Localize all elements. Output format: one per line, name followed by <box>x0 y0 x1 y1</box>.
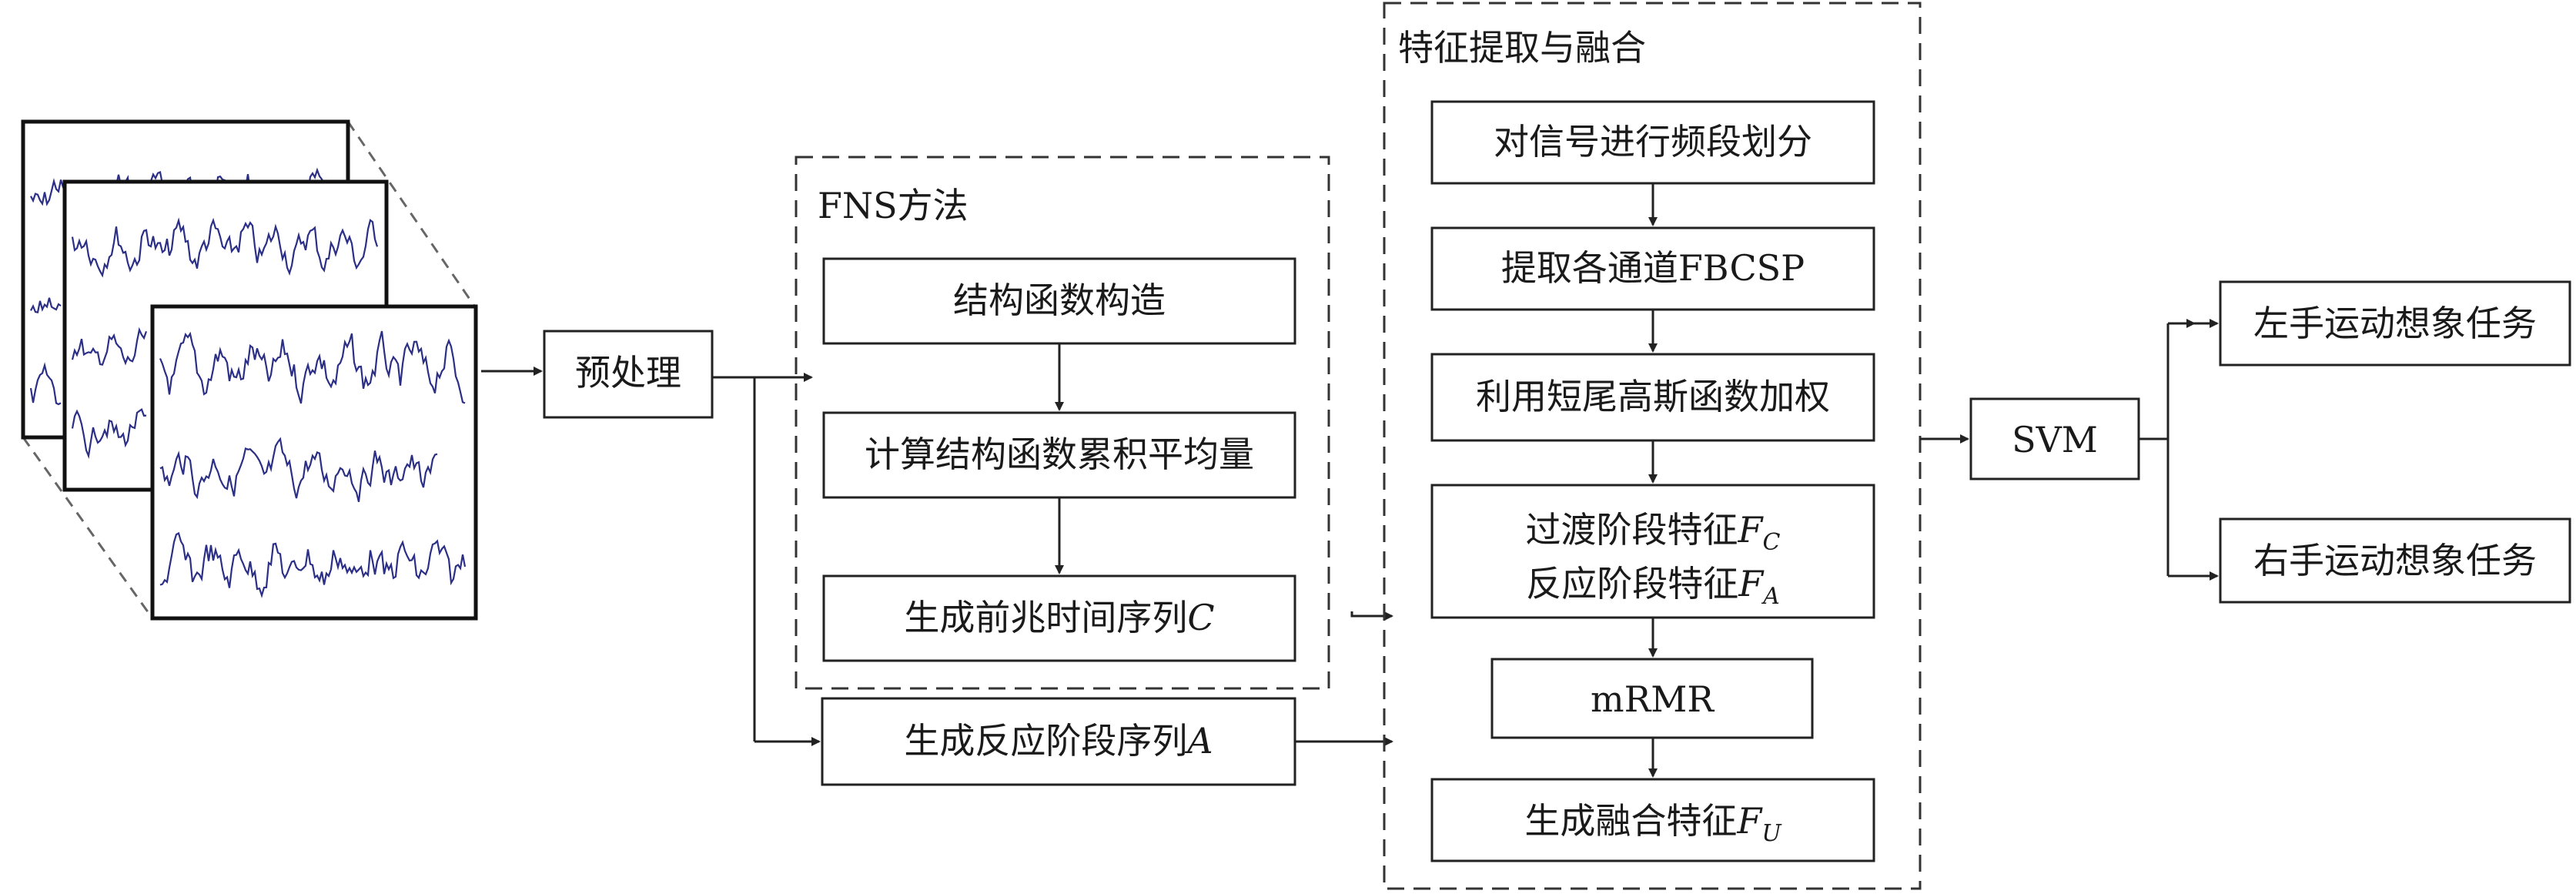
eeg-trace <box>71 217 379 278</box>
feature-step6-label: 生成融合特征FU <box>1524 800 1782 847</box>
feature-step4-line2: 反应阶段特征FA <box>1526 563 1780 610</box>
preprocess-box <box>543 330 714 419</box>
eeg-trace <box>159 531 467 598</box>
feature-step3-label: 利用短尾高斯函数加权 <box>1476 376 1830 417</box>
feature-extraction-group <box>1383 2 1922 890</box>
eeg-trace <box>71 326 148 366</box>
signal-traces-front <box>159 330 467 598</box>
fns-step2-label: 计算结构函数累积平均量 <box>865 434 1254 475</box>
svm-label: SVM <box>2012 419 2098 460</box>
fns-method-group <box>795 156 1330 690</box>
reaction-stage-sequence-box <box>821 697 1296 786</box>
fns-step3-label: 生成前兆时间序列C <box>904 597 1214 638</box>
left-hand-task-label: 左手运动想象任务 <box>2253 303 2537 344</box>
eeg-trace <box>159 330 466 404</box>
fns-group-title: FNS方法 <box>818 185 969 226</box>
arrow-fns-to-feature <box>1350 611 1393 621</box>
perspective-line <box>22 437 154 619</box>
eeg-trace <box>29 362 62 406</box>
eeg-trace <box>71 407 147 460</box>
preprocess-label: 预处理 <box>575 352 681 393</box>
fns-step-precursor-series <box>822 574 1296 662</box>
fns-step1-label: 结构函数构造 <box>953 280 1166 321</box>
signal-traces-middle <box>71 217 379 460</box>
right-hand-task-label: 右手运动想象任务 <box>2253 540 2537 581</box>
feature-step-gaussian-weighting <box>1430 353 1875 442</box>
left-hand-task-box <box>2219 280 2571 367</box>
right-hand-task-box <box>2219 517 2571 604</box>
fns-step-cumulative-average <box>822 411 1296 499</box>
feature-step-band-split <box>1430 100 1875 185</box>
perspective-line <box>346 121 477 309</box>
reaction-seq-label: 生成反应阶段序列A <box>904 720 1213 762</box>
feature-step-fusion <box>1430 778 1875 862</box>
svm-box <box>1969 397 2140 480</box>
eeg-trace <box>30 297 62 313</box>
eeg-signal-stack <box>21 119 478 621</box>
feature-group-title: 特征提取与融合 <box>1398 27 1646 69</box>
feature-step1-label: 对信号进行频段划分 <box>1494 121 1812 162</box>
fns-step-structure-function <box>822 257 1296 345</box>
feature-step-mrmr <box>1490 658 1814 739</box>
feature-step5-label: mRMR <box>1591 678 1715 720</box>
feature-step-fbcsp <box>1430 226 1875 311</box>
eeg-trace <box>159 437 438 503</box>
feature-step4-line1: 过渡阶段特征FC <box>1526 509 1781 556</box>
feature-step2-label: 提取各通道FBCSP <box>1501 247 1805 289</box>
